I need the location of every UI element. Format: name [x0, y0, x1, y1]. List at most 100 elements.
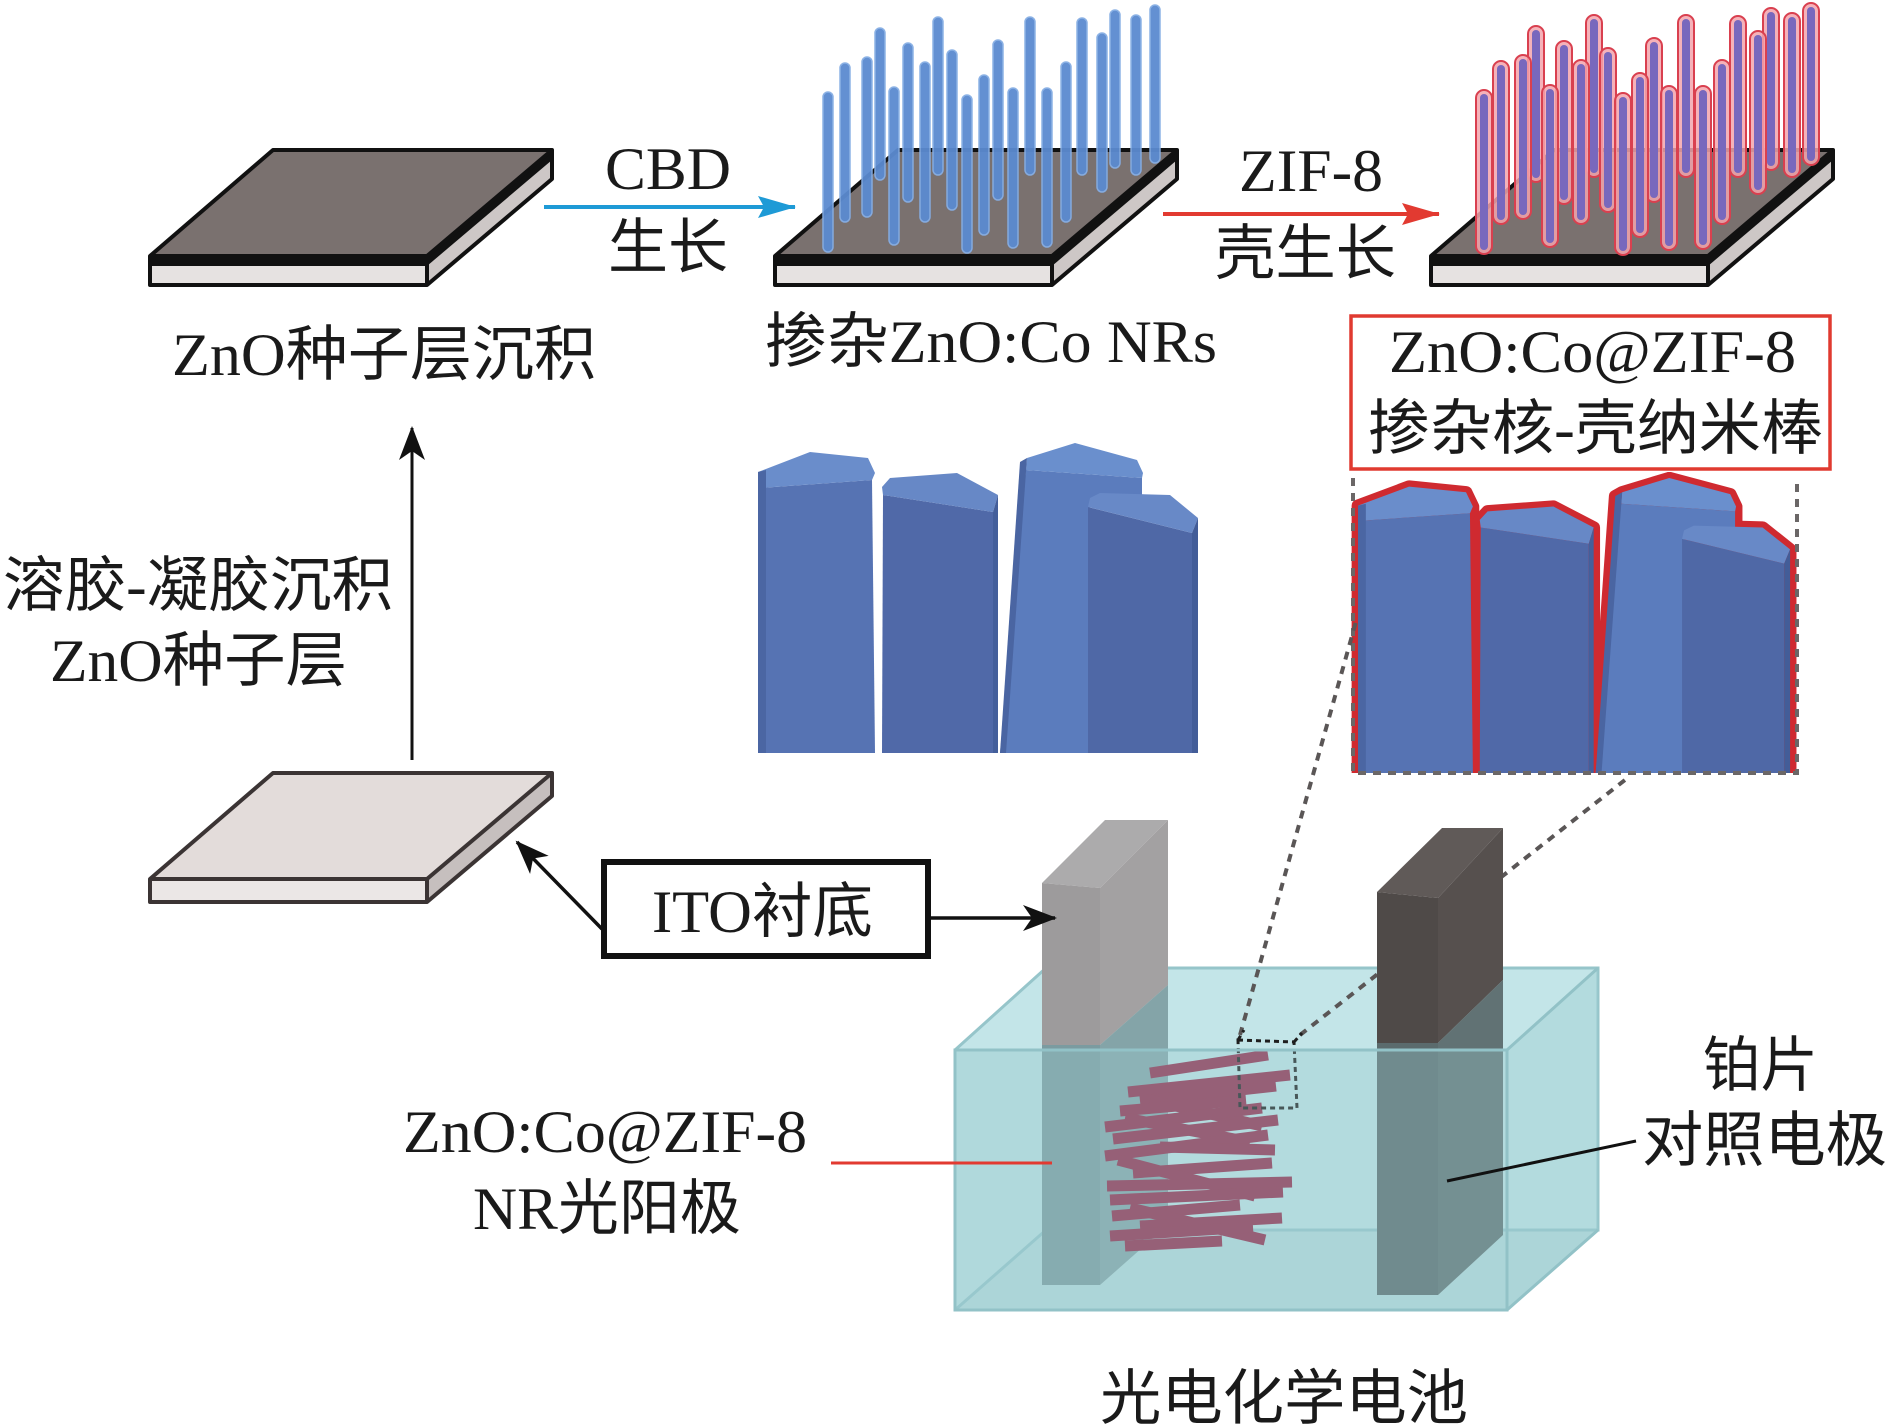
zno-co-nanorod [1130, 14, 1142, 176]
zno-core [1619, 97, 1627, 251]
zno-core [1718, 64, 1726, 220]
zno-core [1519, 59, 1527, 215]
zno-core-layer [1358, 478, 1791, 773]
core-shell-label-box [1349, 314, 1832, 471]
photoanode-nanorod [1109, 1186, 1284, 1206]
tank-right-face [1507, 968, 1598, 1310]
core-shell-label-line1: ZnO:Co@ZIF-8 [1389, 319, 1796, 385]
core-shell-nanorod [1729, 15, 1747, 178]
zno-co-nanorod [978, 74, 990, 236]
zno-co-nanorod [822, 91, 834, 253]
zno-co-nanorod-array [822, 4, 1161, 254]
tank-front-face [955, 1050, 1507, 1310]
zno-co-nanorod [919, 61, 931, 223]
zif8-label: ZIF-8 [1239, 138, 1383, 204]
core-shell-nanorod [1660, 85, 1678, 251]
zno-co-nanorod [961, 94, 973, 254]
zno-core [1497, 65, 1505, 220]
zno-co-nanorod [1109, 9, 1121, 169]
photoanode-nanorod [1159, 1141, 1276, 1156]
core-shell-nanorod-array [1475, 2, 1820, 256]
photoanode-nanorod [1124, 1235, 1223, 1252]
core-shell-nanorod [1514, 54, 1532, 220]
core-shell-nanorod [1631, 72, 1649, 238]
cbd-label: CBD [605, 136, 731, 202]
zoom-region-marker [1236, 1029, 1304, 1110]
zno-co-nanorod [839, 62, 851, 223]
zno-co-nanorod [1024, 16, 1036, 176]
photoanode-nanorod [1109, 1221, 1254, 1242]
zno-core [1560, 45, 1568, 200]
zno-co-nanorod [861, 56, 873, 218]
counter-electrode-label-line2: 对照电极 [1642, 1108, 1887, 1174]
photoanode-nanorod [1139, 1212, 1283, 1232]
core-shell-nanorod-magnified [1358, 478, 1790, 773]
zno-co-nanorod [1076, 17, 1088, 176]
core-shell-nanorod [1475, 89, 1493, 255]
zno-co-nanorod [1149, 4, 1161, 164]
sol-gel-label-line1: 溶胶-凝胶沉积 [3, 553, 393, 619]
zoom-leader-left [1238, 617, 1359, 1036]
zno-core [1604, 52, 1612, 208]
zno-co-nanorod [902, 42, 914, 203]
zoom-leader-right [1298, 774, 1632, 1037]
zno-core [1767, 12, 1775, 166]
ito-photoanode-electrode [1042, 820, 1168, 1285]
shell-growth-label: 壳生长 [1215, 221, 1396, 287]
zno-co-nanorod [874, 27, 886, 181]
core-shell-nanorod [1802, 2, 1820, 166]
cbd-growth-label: 生长 [608, 215, 728, 281]
zno-core [1788, 17, 1796, 173]
photoanode-nanorod [1106, 1176, 1293, 1192]
core-shell-nanorod [1614, 92, 1632, 256]
zno-co-nanorod [888, 86, 900, 246]
counter-electrode-leader-line [1446, 1139, 1637, 1183]
photoanode-label-line1: ZnO:Co@ZIF-8 [403, 1099, 807, 1165]
doped-nanorods-label: 掺杂ZnO:Co NRs [765, 309, 1217, 375]
zno-core [1665, 90, 1673, 246]
photoelectrochemical-cell [953, 617, 1632, 1312]
zno-core [1480, 94, 1488, 250]
zno-co-nanorod-magnified [758, 443, 1198, 753]
zno-core [1636, 77, 1644, 233]
core-shell-nanorod [1599, 47, 1617, 213]
zno-core [1734, 20, 1742, 173]
photoanode-nanorod [1149, 1049, 1269, 1079]
zno-co-nanorod [992, 39, 1004, 201]
core-shell-nanorod [1572, 59, 1590, 225]
zno-co-nanorod [1060, 61, 1072, 223]
zno-co-nanorod [1007, 87, 1019, 249]
ito-substrate-slab [148, 771, 554, 904]
ito-substrate-label-box [601, 859, 931, 959]
cell-title: 光电化学电池 [1100, 1366, 1468, 1428]
photoanode-label-line2: NR光阳极 [473, 1176, 741, 1242]
doped-nanorod-slab [773, 148, 1179, 287]
core-shell-nanorod [1541, 84, 1559, 248]
tank-front-edges [953, 966, 1600, 1312]
core-shell-label-line2: 掺杂核-壳纳米棒 [1368, 396, 1823, 462]
core-shell-nanorod [1713, 59, 1731, 225]
zno-core [1699, 90, 1707, 245]
platinum-counter-electrode [1377, 828, 1503, 1295]
photoanode-nanorod-film [1104, 1049, 1293, 1252]
sol-gel-label-line2: ZnO种子层 [50, 628, 347, 694]
core-shell-nanorod [1694, 85, 1712, 250]
core-shell-nanorod [1749, 30, 1767, 195]
ito-to-slab-arrow [515, 840, 604, 931]
photoanode-nanorod [1127, 1069, 1291, 1098]
zno-co-nanorod [932, 16, 944, 176]
zno-co-nanorod [946, 49, 958, 211]
zno-core [1590, 19, 1598, 173]
seed-layer-deposition-label: ZnO种子层沉积 [172, 322, 596, 388]
zno-co-nanorod [1041, 87, 1053, 248]
zno-core [1577, 64, 1585, 220]
zno-core [1650, 42, 1658, 198]
zno-co-nanorod [1096, 32, 1108, 193]
zno-seed-layer-slab [148, 148, 554, 287]
zno-core [1532, 30, 1540, 178]
photoanode-nanorod [1119, 1094, 1247, 1117]
zno-core [1807, 7, 1815, 161]
zno-core [1754, 35, 1762, 190]
zno-core [1682, 19, 1690, 173]
